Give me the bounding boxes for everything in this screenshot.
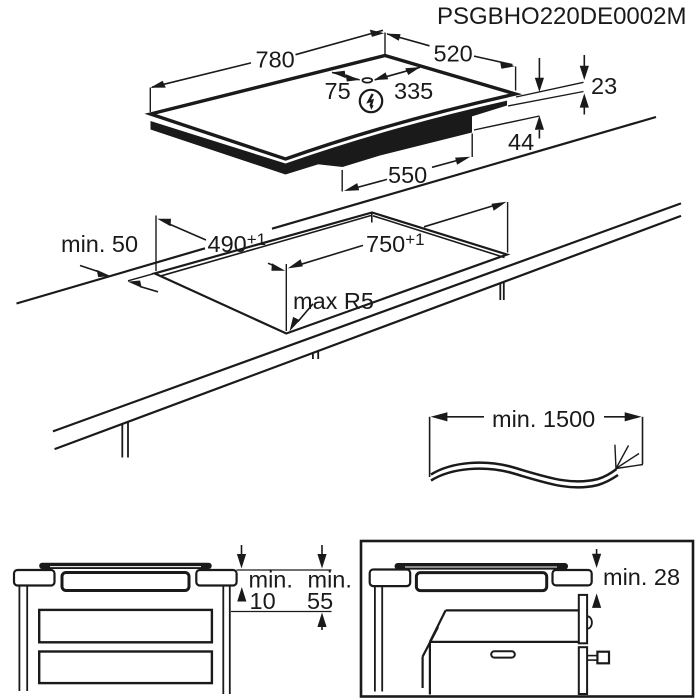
svg-text:max R5: max R5 (293, 288, 374, 314)
svg-text:min. 1500: min. 1500 (492, 406, 595, 432)
svg-text:335: 335 (394, 78, 433, 104)
svg-text:10: 10 (250, 588, 276, 614)
svg-text:55: 55 (307, 588, 333, 614)
svg-text:23: 23 (591, 73, 617, 99)
svg-text:min.: min. (249, 567, 293, 593)
svg-text:75: 75 (325, 78, 351, 104)
svg-text:550: 550 (388, 162, 427, 188)
svg-text:min.: min. (308, 567, 352, 593)
svg-text:780: 780 (256, 47, 295, 73)
svg-text:min. 28: min. 28 (603, 564, 680, 590)
svg-text:44: 44 (508, 129, 534, 155)
svg-text:min. 50: min. 50 (61, 231, 138, 257)
svg-text:PSGBHO220DE0002M: PSGBHO220DE0002M (437, 3, 686, 30)
svg-text:520: 520 (434, 40, 473, 66)
